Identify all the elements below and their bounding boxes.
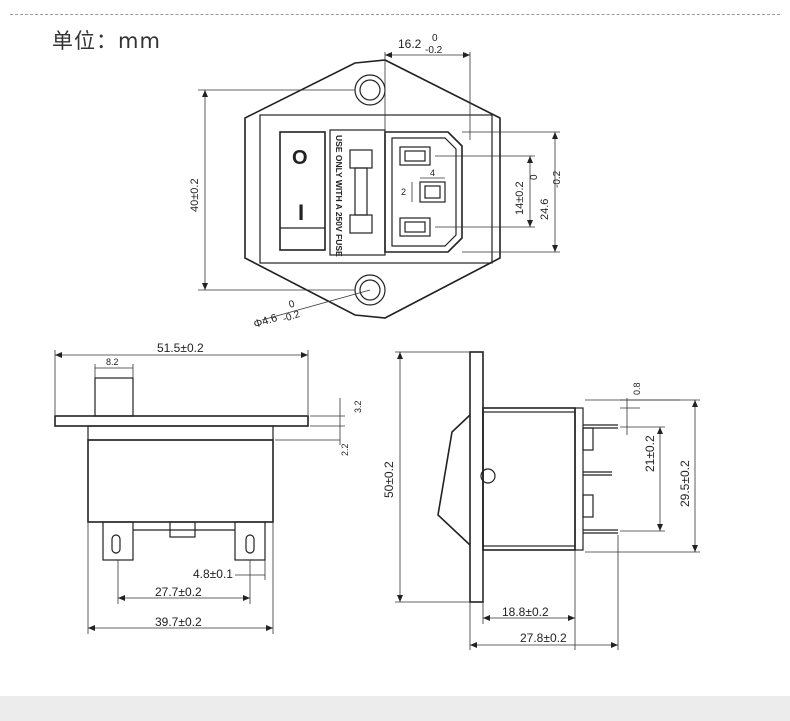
bottom-band [0,696,790,721]
dim-pin-span-value: 14±0.2 [514,181,526,215]
fuse-holder-top [349,149,373,169]
side-dim-depth: 18.8±0.2 [502,605,549,619]
front-view [198,52,560,321]
iec-inlet-outline [384,131,463,253]
dim-hole-value: Φ4.6 [252,312,279,331]
switch-off-symbol: O [292,147,308,169]
mount-hole-top-inner [359,79,381,101]
dim-small-h: 2 [401,187,406,197]
iec-inlet-inner [391,137,457,247]
iec-pin-bottom-inner [404,221,426,233]
bottom-dim-flange: 3.2 [353,400,363,413]
bottom-dim-pin-pitch: 27.7±0.2 [155,585,202,599]
mount-hole-bottom-inner [359,279,381,301]
dim-hole-tol-upper: 0 [288,299,297,311]
rocker-switch [279,131,326,251]
side-rocker [437,414,471,546]
bottom-dim-body: 39.7±0.2 [155,615,202,629]
side-dim-body-height: 29.5±0.2 [678,460,692,507]
bottom-body [87,439,274,523]
side-view [395,351,700,650]
iec-pin-bottom [399,217,431,237]
bottom-dim-pin: 4.8±0.1 [193,567,233,581]
dim-body-tol-lower: -0.2 [552,170,563,188]
dim-body-tol-upper: 0 [529,174,540,180]
dim-top-value: 16.2 [398,37,422,51]
bottom-dim-step: 2.2 [340,443,350,456]
iec-pin-earth [419,181,446,203]
front-flange-outline [244,59,501,319]
iec-pin-earth-inner [424,185,441,199]
dim-height-value: 40±0.2 [189,178,201,212]
terminal-left [102,521,134,561]
side-dim-total-depth: 27.8±0.2 [520,631,567,645]
terminal-left-hole [111,534,121,554]
front-body [259,114,493,264]
side-pivot [480,468,496,484]
bottom-dim-width: 51.5±0.2 [157,341,204,355]
side-body [482,407,576,551]
side-dim-pin-thick: 0.8 [632,382,642,395]
dim-hole-tol-lower: -0.2 [282,309,302,325]
top-dashed-rule [10,14,780,15]
dim-body-height-value: 24.6 [539,199,551,220]
bottom-button [94,377,134,417]
side-body-inner [482,411,576,547]
bottom-flange [54,415,309,427]
side-pin-block-top [582,427,594,451]
side-back-plate [574,407,584,551]
fuse-slot [354,167,368,216]
bottom-view [54,350,345,634]
side-pin-block-bottom [582,494,594,518]
side-dim-pin-span: 21±0.2 [643,435,657,472]
fuse-warning-text: USE ONLY WITH A 250V FUSE [334,135,344,257]
dim-small-w: 4 [430,168,435,178]
terminal-right [234,521,266,561]
terminal-right-hole [245,534,255,554]
side-dim-total-height: 50±0.2 [382,461,396,498]
bottom-step [87,425,274,441]
dim-top-tol-upper: 0 [432,33,438,44]
unit-label: 单位：mm [52,29,161,53]
iec-pin-top [399,146,431,166]
bottom-dim-button: 8.2 [106,357,119,367]
fuse-holder-bottom [349,214,373,234]
dim-top-tol-lower: -0.2 [425,45,443,56]
iec-pin-top-inner [404,150,426,162]
switch-on-symbol: I [298,200,304,225]
